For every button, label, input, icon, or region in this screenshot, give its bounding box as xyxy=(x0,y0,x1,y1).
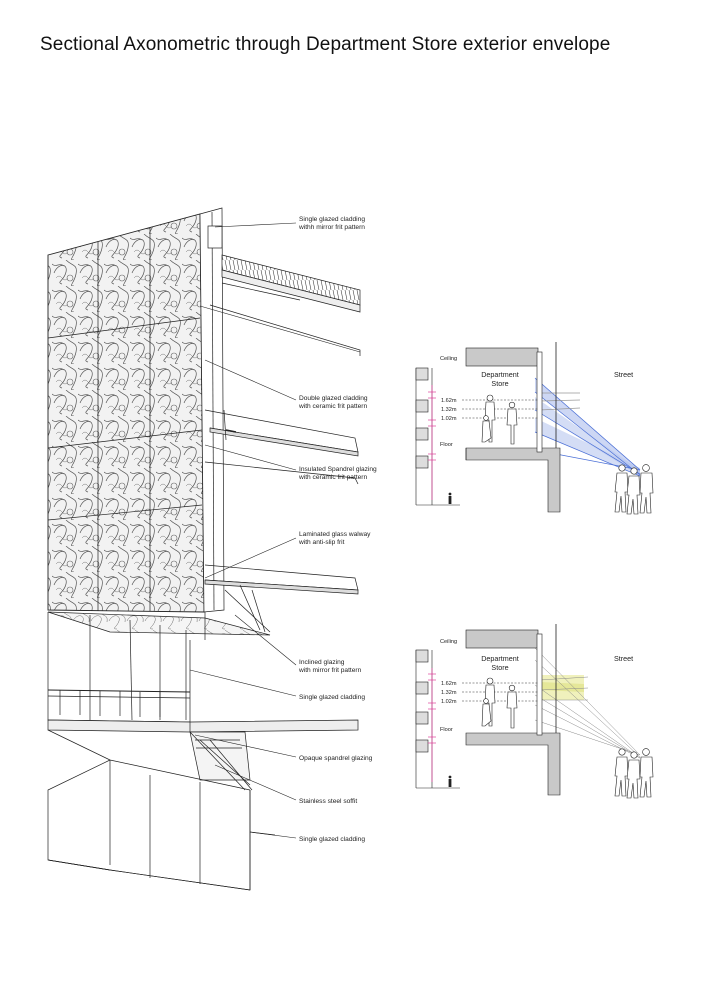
frit-facade xyxy=(47,213,205,613)
section2-height-2: 1.32m xyxy=(441,690,457,696)
mini-section-strip xyxy=(415,367,460,506)
section1-street-label: Street xyxy=(614,370,633,379)
section1-ceiling-label: Ceiling xyxy=(440,356,457,362)
page-title: Sectional Axonometric through Department… xyxy=(40,34,611,55)
sightline-rays-grey xyxy=(534,647,641,759)
label-stainless-soffit: Stainless steel soffit xyxy=(299,798,357,805)
section1-floor-label: Floor xyxy=(440,442,453,448)
leader-lines xyxy=(189,222,361,839)
section-diagram-bottom: Ceiling Floor 1.62m 1.32m 1.02m Departme… xyxy=(415,624,654,799)
pink-dimension-marks xyxy=(428,385,436,500)
section-diagram-top: Ceiling Floor 1.62m 1.32m 1.02m Departme… xyxy=(415,342,654,515)
section2-height-1: 1.62m xyxy=(441,681,457,687)
section2-height-3: 1.02m xyxy=(441,699,457,705)
axonometric-building xyxy=(47,207,361,891)
section1-height-1: 1.62m xyxy=(441,398,457,404)
mini-person-2 xyxy=(448,775,452,787)
mini-person xyxy=(448,492,452,504)
street-people xyxy=(614,464,654,515)
interior-people xyxy=(481,394,518,445)
section2-street-label: Street xyxy=(614,654,633,663)
sightline-rays xyxy=(534,377,641,477)
section2-floor-label: Floor xyxy=(440,727,453,733)
street-people-2 xyxy=(614,748,654,799)
section1-height-3: 1.02m xyxy=(441,416,457,422)
section2-ceiling-label: Ceiling xyxy=(440,639,457,645)
interior-people-2 xyxy=(481,677,518,729)
mini-section-strip-2 xyxy=(415,649,460,789)
label-single-glazed-2: Single glazed cladding xyxy=(299,836,365,843)
pink-dimension-marks-2 xyxy=(428,668,436,782)
label-single-glazed-1: Single glazed cladding xyxy=(299,694,365,701)
section1-height-2: 1.32m xyxy=(441,407,457,413)
label-opaque-spandrel: Opaque spandrel glazing xyxy=(299,755,373,762)
